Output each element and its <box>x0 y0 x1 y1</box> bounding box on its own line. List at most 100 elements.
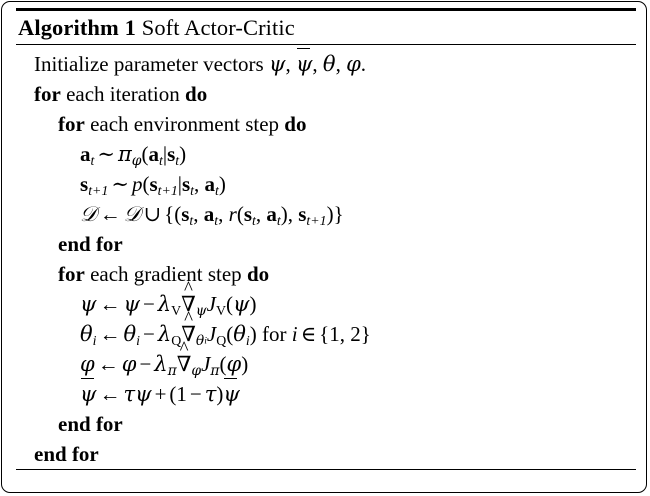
s-subscript-t-4: t <box>252 212 256 228</box>
minus-operator-1: − <box>142 292 155 316</box>
period-end: . <box>360 52 367 76</box>
initialize-symbols: ψ, ψ, θ, φ. <box>269 48 367 79</box>
brace-close-2: } <box>360 322 371 346</box>
phi-symbol: φ <box>346 52 361 76</box>
a-symbol-5: a <box>266 202 277 226</box>
s-symbol-3: s <box>149 172 158 196</box>
a-symbol-1: a <box>80 142 91 166</box>
union-operator: ∪ <box>143 202 162 226</box>
sample-next-state-math: st+1∼p(st+1|st, at) <box>80 172 226 198</box>
nabla-subscript-theta-i: i <box>204 335 207 347</box>
index-i-symbol: i <box>291 322 298 346</box>
nabla-subscript-psi: ψ <box>195 302 207 319</box>
line-for-each-environment-step: for each environment step do <box>16 109 636 139</box>
lambda-symbol-q: λ <box>157 322 172 346</box>
reward-symbol: r <box>228 202 237 226</box>
paren-open-2: ( <box>142 172 150 196</box>
update-phi-math: φ←φ−λπ^∇φJπ(φ) <box>80 339 249 379</box>
s-subscript-t1-1: t+1 <box>88 182 109 198</box>
theta-symbol-rhs: θ <box>123 322 137 346</box>
algorithm-number-label: Algorithm 1 <box>18 15 136 40</box>
objective-j-3: J <box>201 352 211 376</box>
keyword-for-5: for <box>95 412 123 436</box>
psi-symbol-rhs: ψ <box>123 292 140 316</box>
psi-bar-symbol: ψ <box>296 48 312 79</box>
lambda-subscript-pi: π <box>167 362 177 379</box>
lambda-symbol-v: λ <box>157 292 172 316</box>
hat-nabla-theta: ^∇ <box>181 309 196 349</box>
algorithm-title-text: Soft Actor-Critic <box>141 15 295 40</box>
keyword-for-3: for <box>95 232 123 256</box>
pi-symbol-1: π <box>117 142 132 166</box>
hat-nabla-phi: ^∇ <box>177 339 192 379</box>
a-subscript-t-3: t <box>215 182 219 198</box>
keyword-end-1: end <box>58 232 91 256</box>
hat-accent-1: ^ <box>184 277 193 299</box>
paren-close-1: ) <box>179 142 187 166</box>
paren-close-5: ) <box>249 292 257 316</box>
word-step-2: step <box>207 262 242 286</box>
comma-2: , <box>312 52 318 76</box>
algorithm-steps: Initialize parameter vectors ψ, ψ, θ, φ.… <box>16 45 636 469</box>
minus-operator-3: − <box>139 352 152 376</box>
pi-subscript-phi: φ <box>131 152 142 169</box>
hat-accent-2: ^ <box>184 307 193 329</box>
replay-buffer-math: 𝒟←𝒟∪{(st, at, r(st, at), st+1)} <box>80 202 344 228</box>
s-symbol-5: s <box>181 202 190 226</box>
conditional-bar-1: | <box>162 142 168 166</box>
paren-open-8: ( <box>169 382 177 406</box>
paren-close-7: ) <box>241 352 249 376</box>
paren-open-7: ( <box>219 352 227 376</box>
theta-symbol: θ <box>322 52 336 76</box>
word-gradient: gradient <box>133 262 203 286</box>
paren-open-3: ( <box>174 202 182 226</box>
phi-symbol-rhs: φ <box>121 352 137 376</box>
sim-operator-2: ∼ <box>111 172 129 196</box>
paren-open-5: ( <box>226 292 233 316</box>
sim-operator-1: ∼ <box>97 142 115 166</box>
phi-symbol-lhs: φ <box>80 352 95 376</box>
line-end-for-environment-step: end for <box>16 229 636 259</box>
line-sample-next-state: st+1∼p(st+1|st, at) <box>16 169 636 199</box>
index-two: 2 <box>350 322 361 346</box>
psi-bar-rhs: ψ <box>223 378 240 409</box>
line-update-psi: ψ←ψ−λV^∇ψJV(ψ) <box>16 279 636 319</box>
assign-arrow-1: ← <box>99 202 121 226</box>
index-one: 1 <box>329 322 340 346</box>
s-subscript-t-1: t <box>175 152 180 168</box>
word-iteration: iteration <box>109 82 180 106</box>
initialize-text: Initialize parameter vectors <box>34 52 264 76</box>
lambda-subscript-q: Q <box>171 332 182 348</box>
s-subscript-t1-3: t+1 <box>306 212 327 228</box>
objective-j-2: J <box>206 322 217 346</box>
brace-open-2: { <box>319 322 330 346</box>
lambda-subscript-v: V <box>171 302 182 318</box>
psi-symbol-lhs: ψ <box>80 292 97 316</box>
theta-subscript-i-3: i <box>245 332 250 348</box>
a-subscript-t-2: t <box>159 152 163 168</box>
s-subscript-t-3: t <box>189 212 194 228</box>
a-subscript-t-5: t <box>276 212 281 228</box>
nabla-subscript-phi: φ <box>191 362 202 379</box>
brace-close: } <box>333 202 344 226</box>
line-initialize: Initialize parameter vectors ψ, ψ, θ, φ. <box>16 48 636 79</box>
tau-symbol-2: τ <box>204 382 217 406</box>
theta-symbol-arg: θ <box>233 322 246 346</box>
word-each-3: each <box>90 262 129 286</box>
keyword-for-4: for <box>58 262 85 286</box>
paren-close-6: ) <box>249 322 257 346</box>
line-end-for-gradient-step: end for <box>16 409 636 439</box>
s-subscript-t1-2: t+1 <box>157 182 178 198</box>
hat-accent-3: ^ <box>179 337 189 359</box>
cal-d-symbol-1: 𝒟 <box>80 202 97 226</box>
algorithm-title-line: Algorithm 1 Soft Actor-Critic <box>16 11 636 44</box>
assign-arrow-3: ← <box>99 322 121 346</box>
comma-7: , <box>255 202 262 226</box>
minus-operator-2: − <box>143 322 155 346</box>
assign-arrow-2: ← <box>99 292 121 316</box>
psi-bar-lhs: ψ <box>80 378 96 409</box>
word-each-1: each <box>66 82 105 106</box>
a-subscript-t-1: t <box>90 152 95 168</box>
j-subscript-v: V <box>215 302 226 318</box>
